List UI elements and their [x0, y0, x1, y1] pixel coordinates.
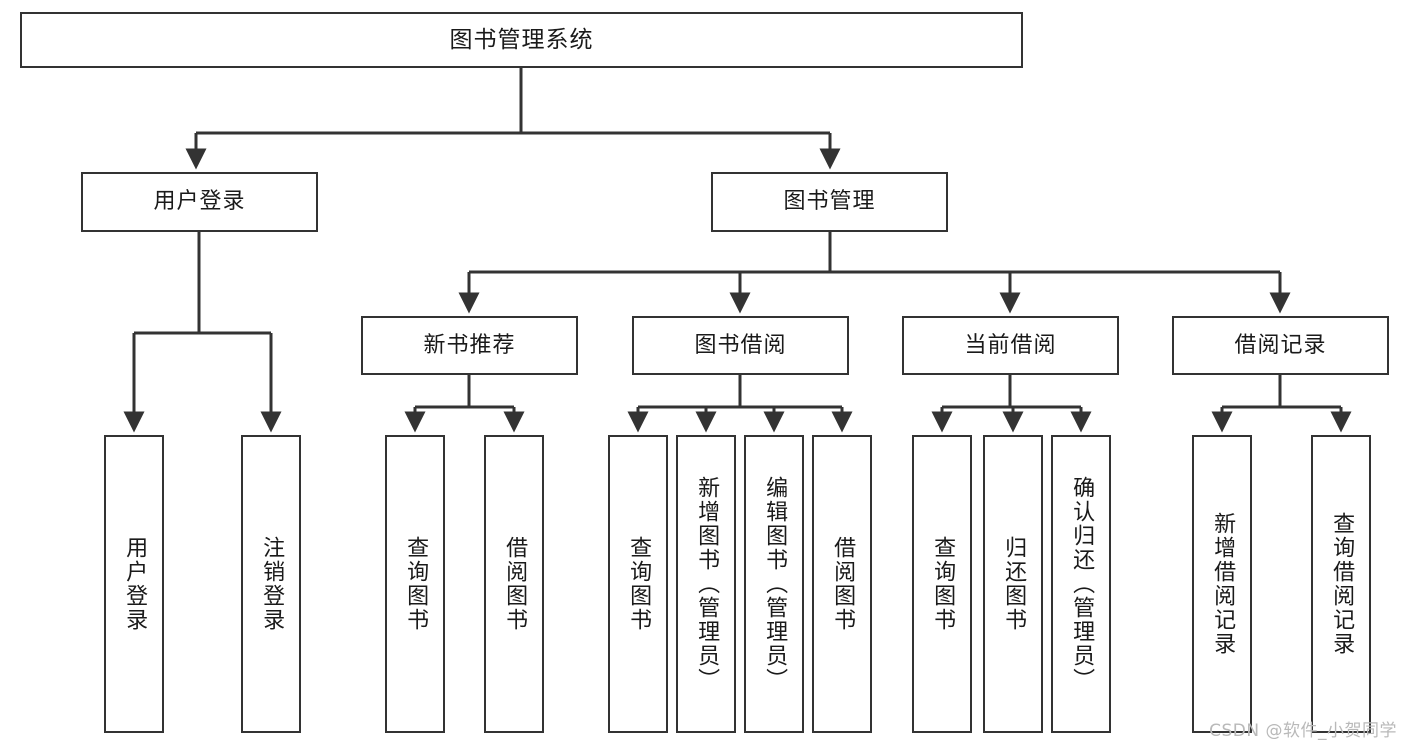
- leaf-label: 新增图书（管理员）: [694, 476, 720, 692]
- leaf-borrow-book-recommend[interactable]: 借阅图书: [484, 435, 544, 733]
- leaf-label: 编辑图书（管理员）: [762, 476, 788, 692]
- leaf-label: 注销登录: [259, 536, 285, 632]
- leaf-query-book-recommend[interactable]: 查询图书: [385, 435, 445, 733]
- leaf-add-book-admin[interactable]: 新增图书（管理员）: [676, 435, 736, 733]
- leaf-label: 新增借阅记录: [1210, 512, 1236, 656]
- leaf-confirm-return-admin[interactable]: 确认归还（管理员）: [1051, 435, 1111, 733]
- leaf-query-book-borrow[interactable]: 查询图书: [608, 435, 668, 733]
- node-book-borrow[interactable]: 图书借阅: [632, 316, 849, 375]
- leaf-label: 借阅图书: [502, 536, 528, 632]
- leaf-user-login[interactable]: 用户登录: [104, 435, 164, 733]
- leaf-query-borrow-record[interactable]: 查询借阅记录: [1311, 435, 1371, 733]
- node-current-borrow[interactable]: 当前借阅: [902, 316, 1119, 375]
- leaf-label: 借阅图书: [830, 536, 856, 632]
- node-user-login-label: 用户登录: [153, 189, 246, 215]
- node-new-book-recommend-label: 新书推荐: [423, 332, 516, 358]
- node-new-book-recommend[interactable]: 新书推荐: [361, 316, 578, 375]
- node-borrow-record[interactable]: 借阅记录: [1172, 316, 1389, 375]
- node-current-borrow-label: 当前借阅: [964, 332, 1057, 358]
- node-borrow-record-label: 借阅记录: [1234, 332, 1327, 358]
- leaf-label: 查询图书: [403, 536, 429, 632]
- node-book-management-label: 图书管理: [783, 189, 876, 215]
- leaf-user-logout[interactable]: 注销登录: [241, 435, 301, 733]
- node-book-borrow-label: 图书借阅: [694, 332, 787, 358]
- leaf-label: 查询借阅记录: [1329, 512, 1355, 656]
- leaf-query-book-current[interactable]: 查询图书: [912, 435, 972, 733]
- leaf-edit-book-admin[interactable]: 编辑图书（管理员）: [744, 435, 804, 733]
- leaf-return-book[interactable]: 归还图书: [983, 435, 1043, 733]
- leaf-label: 归还图书: [1001, 536, 1027, 632]
- leaf-label: 查询图书: [930, 536, 956, 632]
- leaf-add-borrow-record[interactable]: 新增借阅记录: [1192, 435, 1252, 733]
- leaf-label: 确认归还（管理员）: [1069, 476, 1095, 692]
- node-root[interactable]: 图书管理系统: [20, 12, 1023, 68]
- node-root-label: 图书管理系统: [449, 26, 594, 53]
- leaf-borrow-book[interactable]: 借阅图书: [812, 435, 872, 733]
- node-book-management[interactable]: 图书管理: [711, 172, 948, 232]
- node-user-login[interactable]: 用户登录: [81, 172, 318, 232]
- watermark-text: CSDN @软件_小贺同学: [1209, 721, 1397, 741]
- leaf-label: 查询图书: [626, 536, 652, 632]
- leaf-label: 用户登录: [122, 536, 148, 632]
